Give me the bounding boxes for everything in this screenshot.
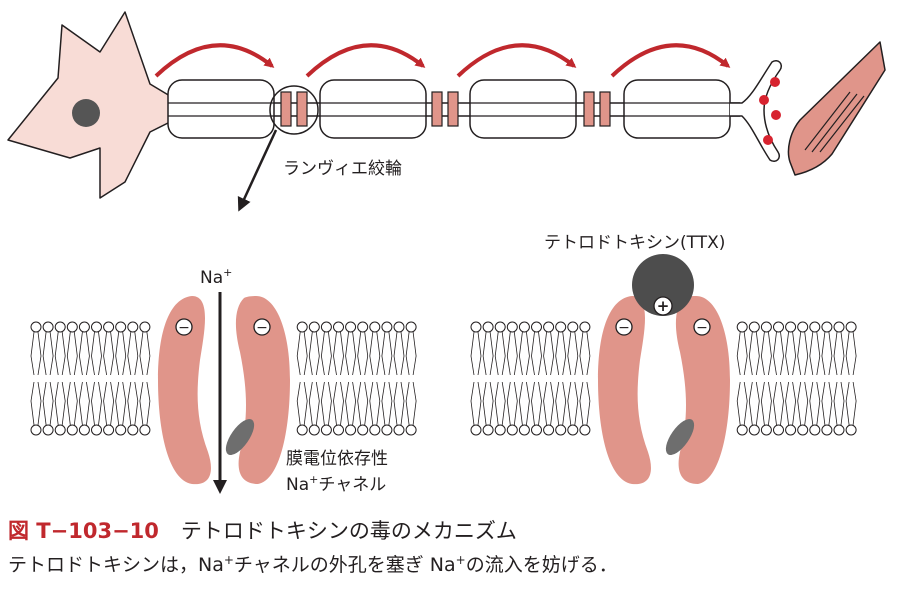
caption-description: テトロドトキシンは，Na+チャネルの外孔を塞ぎ Na+の流入を妨げる． [8,553,618,576]
node-of-ranvier-highlight [269,85,319,135]
channel-subunit-left-blocked [598,296,651,485]
channel-subunit-left [158,296,211,485]
inactivation-gate-blocked [665,419,695,455]
conduction-arrow-4 [610,43,731,78]
caption-title-line: 図 T−103−10 テトロドトキシンの毒のメカニズム [8,516,898,546]
figure-number: 図 T−103−10 [8,519,159,543]
na-ion-label: Na+ [200,266,232,288]
channel-label-line2: Na+チャネル [286,473,386,495]
conduction-arrow-3 [456,43,577,78]
inactivation-gate [225,419,255,455]
svg-text:−: − [178,320,190,336]
node-label: ランヴィエ絞輪 [283,159,402,179]
na-channel-blocked: − − + [598,254,730,485]
channel-label-line1: 膜電位依存性 [286,449,388,469]
na-channel-open: − − Na+ [158,266,290,494]
figure-caption: 図 T−103−10 テトロドトキシンの毒のメカニズム テトロドトキシンは，Na+… [8,516,898,580]
ttx-plus-charge: + [653,296,673,316]
node-channels [280,91,611,127]
svg-text:−: − [618,320,630,336]
conduction-arrow-1 [154,43,275,78]
svg-text:−: − [696,320,708,336]
zoom-arrow [237,129,278,212]
minus-charge-right-blocked: − [693,318,711,336]
svg-text:+: + [657,297,670,315]
neurotransmitter-dots [759,77,781,145]
figure-title: テトロドトキシンの毒のメカニズム [180,519,517,543]
nucleus [72,99,100,127]
myelin-sheath-3 [469,79,577,139]
membrane-left [30,321,417,436]
myelin-sheath-2 [319,79,427,139]
minus-charge-right: − [253,318,271,336]
muscle [787,41,886,176]
minus-charge-left: − [175,318,193,336]
ttx-label: テトロドトキシン(TTX) [544,233,725,253]
neuron: ランヴィエ絞輪 [7,11,886,212]
ttx-molecule [632,254,694,316]
membrane-right [470,321,857,436]
minus-charge-left-blocked: − [615,318,633,336]
myelin-sheath-1 [167,79,275,139]
myelin-sheath-4 [623,79,731,139]
conduction-arrow-2 [305,43,426,78]
svg-text:−: − [256,320,268,336]
